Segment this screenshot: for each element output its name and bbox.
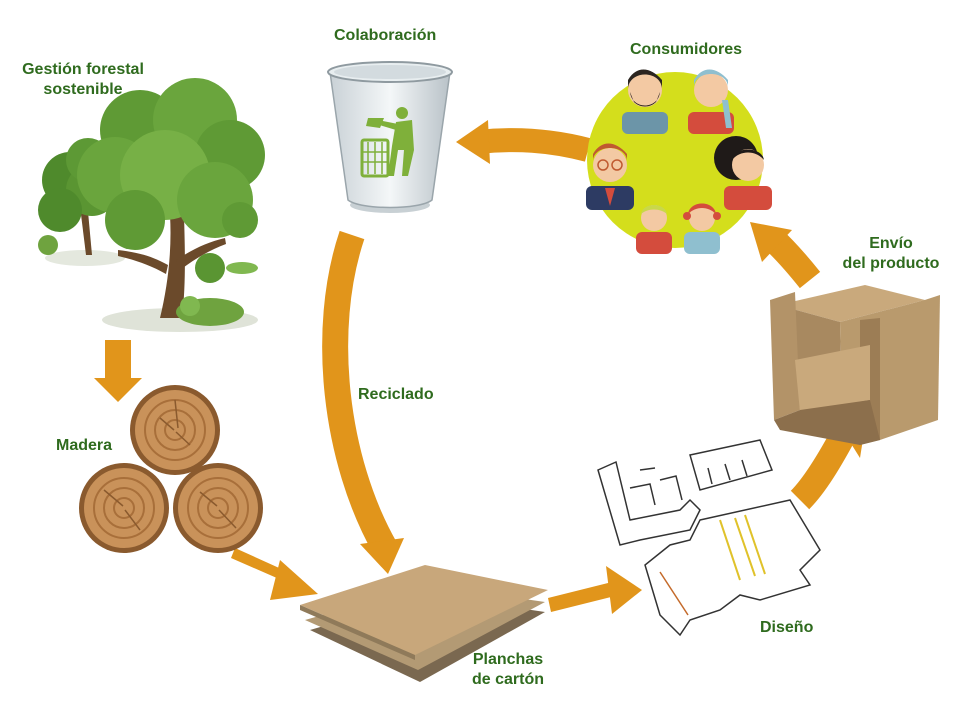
arrow-tree-to-wood [94, 340, 142, 402]
label-boards-line1: Planchas [472, 651, 544, 668]
cardboard-armchair-illustration [770, 285, 940, 445]
man-glasses-icon [586, 143, 634, 210]
tree-illustration [38, 78, 265, 332]
label-forest-management: Gestión forestal sostenible [18, 60, 148, 100]
arrow-consumers-to-bin [456, 120, 592, 164]
child-left-icon [636, 205, 672, 254]
label-shipping-line2: del producto [842, 255, 940, 272]
label-forest-line2: sostenible [43, 81, 123, 98]
label-shipping-line1: Envío [869, 235, 913, 252]
label-wood: Madera [56, 437, 113, 454]
label-collaboration: Colaboración [334, 27, 437, 44]
log-bottom-left [79, 463, 169, 553]
bearded-man-icon [622, 69, 668, 134]
label-forest-line1: Gestión forestal [22, 61, 144, 78]
arrow-wood-to-boards [231, 548, 318, 600]
recycling-bin-illustration [327, 61, 453, 213]
label-recycling: Reciclado [358, 386, 434, 403]
label-design: Diseño [760, 619, 814, 636]
recycle-person-icon [360, 107, 414, 178]
wood-logs-illustration [79, 385, 263, 553]
girl-right-icon [683, 203, 721, 254]
cardboard-sheets-illustration [300, 565, 548, 682]
arrow-boards-to-design [548, 566, 642, 614]
design-pattern-illustration [597, 439, 821, 637]
label-consumers: Consumidores [630, 41, 743, 58]
consumers-illustration [586, 69, 772, 254]
woman-braid-icon [688, 69, 734, 134]
log-bottom-right [173, 463, 263, 553]
dark-haired-woman-icon [714, 136, 772, 210]
log-top [130, 385, 220, 475]
label-product-shipping: Envío del producto [836, 234, 946, 274]
label-cardboard-boards: Planchas de cartón [468, 650, 548, 690]
label-boards-line2: de cartón [471, 671, 544, 688]
arrow-recycling [322, 230, 404, 574]
arrow-shipping-to-consumers [750, 222, 821, 289]
